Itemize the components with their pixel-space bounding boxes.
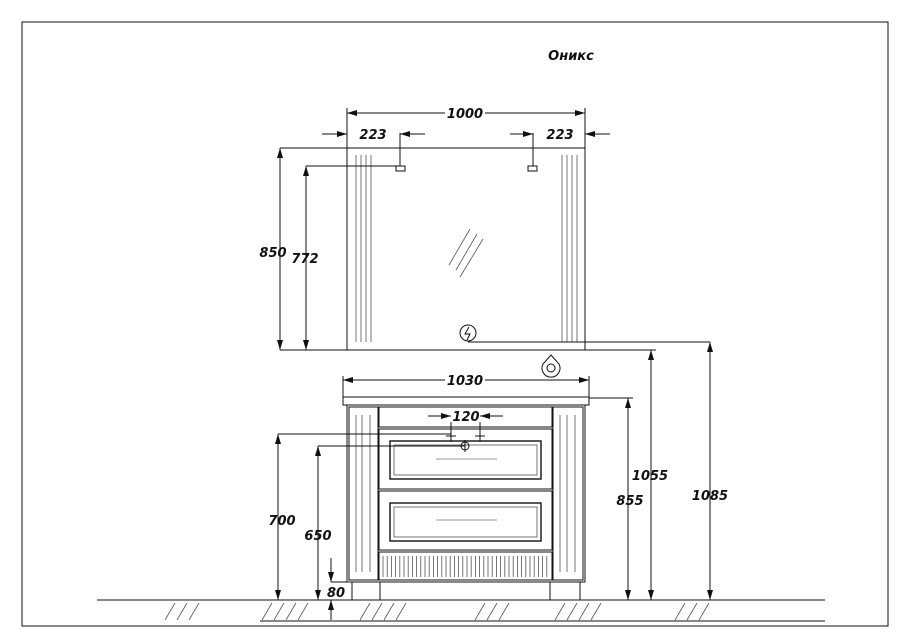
mirror: [280, 133, 586, 351]
light-right: [527, 165, 538, 172]
dim-light-offset-right: 223: [546, 128, 573, 143]
drawing-frame: [21, 21, 889, 627]
dim-mirror-bottom-height: 1055: [632, 469, 668, 484]
dim-faucet-height: 700: [268, 514, 295, 529]
dim-socket-height: 1085: [692, 489, 728, 504]
light-left: [395, 165, 406, 172]
dim-plinth-height: 80: [327, 586, 345, 601]
dim-cabinet-height: 855: [616, 494, 643, 509]
water-supply-icon: [541, 354, 561, 378]
dim-drain-height: 650: [304, 529, 331, 544]
dim-mirror-width: 1000: [447, 107, 483, 122]
dim-mirror-height: 850: [259, 246, 286, 261]
socket-icon: [459, 324, 477, 342]
dim-cabinet-width: 1030: [447, 374, 483, 389]
vanity-cabinet: [342, 396, 590, 601]
dim-light-offset-left: 223: [359, 128, 386, 143]
product-title: Оникс: [548, 49, 594, 64]
dim-faucet-spacing: 120: [452, 410, 479, 425]
dim-light-height: 772: [291, 252, 318, 267]
floor: [97, 599, 825, 622]
